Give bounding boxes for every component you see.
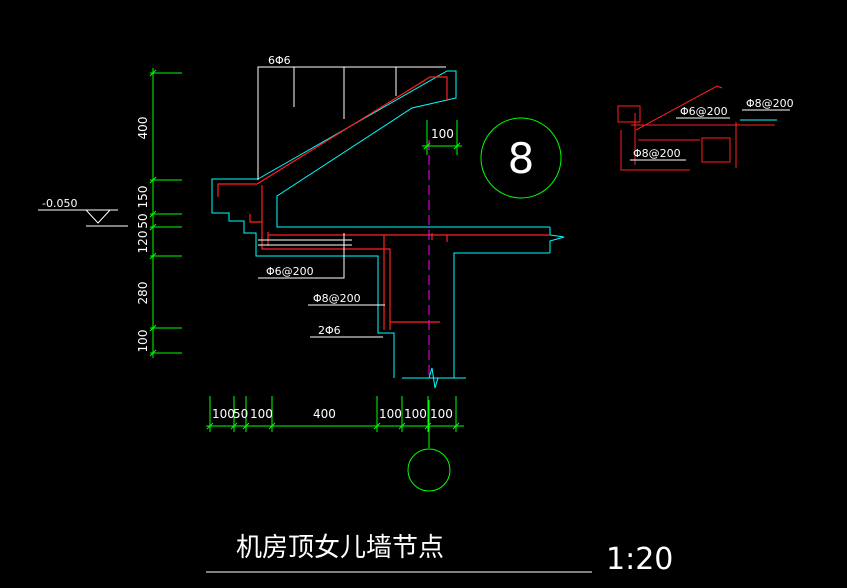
dim-v-100: 100 [136,330,150,353]
drawing-scale: 1:20 [606,542,673,577]
dim-h-100-a: 100 [212,407,235,421]
detail-number-bubble: 8 [480,117,562,199]
detail-label-stirrup-b: Φ8@200 [746,97,794,110]
horizontal-dimension-chain [206,396,464,432]
dim-v-50: 50 [136,213,150,228]
dim-v-120: 120 [136,231,150,254]
detail-label-stirrup-c: Φ8@200 [633,147,681,160]
vertical-dimension-chain [149,68,182,358]
label-slab-stirrup: Φ6@200 [266,265,314,278]
leader-lines [257,66,446,338]
dim-h-100-e: 100 [430,407,453,421]
dim-top-100: 100 [431,127,454,141]
elevation-label: -0.050 [42,197,77,210]
dim-v-400: 400 [136,117,150,140]
dim-h-100-d: 100 [404,407,427,421]
vertical-dimension-texts: 400 150 50 120 280 100 [136,117,150,353]
detail-number: 8 [508,134,535,183]
dim-h-100-b: 100 [250,407,273,421]
small-rebar-detail: Φ6@200 Φ8@200 Φ8@200 [617,85,794,171]
dim-h-400: 400 [313,407,336,421]
detail-label-stirrup-a: Φ6@200 [680,105,728,118]
dim-v-150: 150 [136,186,150,209]
rebar-labels: 6Φ6 Φ6@200 Φ8@200 2Φ6 [266,54,361,337]
horizontal-dimension-texts: 100 50 100 400 100 100 100 [212,407,453,421]
dim-h-50: 50 [233,407,248,421]
dim-h-100-c: 100 [379,407,402,421]
label-beam-bottom: 2Φ6 [318,324,341,337]
dim-v-280: 280 [136,282,150,305]
top-dimension: 100 [422,120,462,155]
rebar-lines [217,76,550,330]
label-top-bars: 6Φ6 [268,54,291,67]
title-block: 机房顶女儿墙节点 1:20 [206,533,673,577]
elevation-mark: -0.050 [38,197,128,227]
drawing-title: 机房顶女儿墙节点 [236,533,444,563]
parapet-outline [211,70,565,389]
axis-bubble [407,448,451,492]
label-beam-stirrup: Φ8@200 [313,292,361,305]
